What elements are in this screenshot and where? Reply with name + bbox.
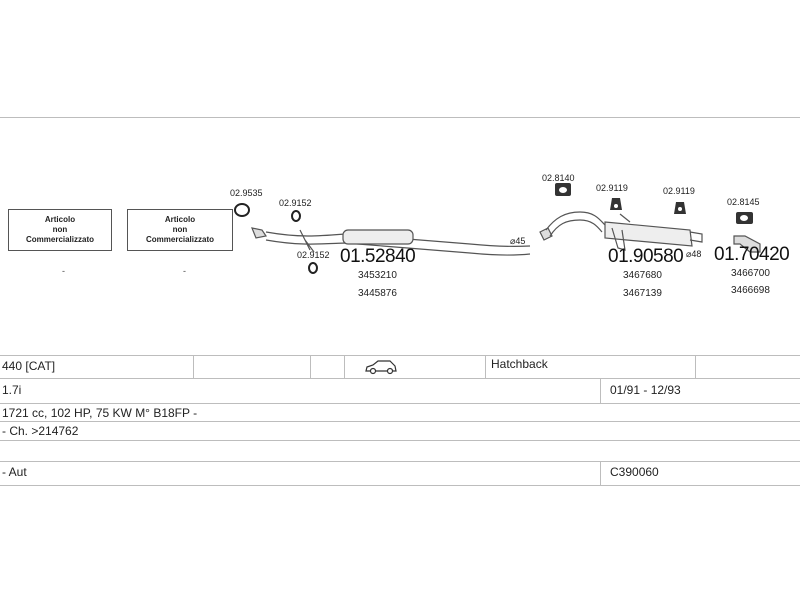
- table-divider: [600, 378, 601, 403]
- engine: 1.7i: [2, 383, 22, 397]
- catalog-code: C390060: [610, 465, 659, 479]
- table-border: [0, 421, 800, 422]
- production-years: 01/91 - 12/93: [610, 383, 681, 397]
- table-border: [0, 355, 800, 356]
- table-divider: [344, 355, 345, 378]
- body-type: Hatchback: [491, 357, 548, 371]
- part-number-mount: 02.9119: [663, 186, 695, 196]
- table-divider: [695, 355, 696, 378]
- exhaust-diagram: [234, 183, 761, 274]
- clamp-icon: [234, 203, 250, 217]
- gearbox: - Aut: [2, 465, 27, 479]
- table-border: [0, 378, 800, 379]
- vehicle-model: 440 [CAT]: [2, 359, 56, 373]
- oe-number: 3467139: [623, 288, 662, 299]
- gasket-icon: [291, 210, 301, 222]
- unavailable-article-box: Articolo non Commercializzato: [127, 209, 233, 251]
- table-divider: [600, 461, 601, 485]
- table-border: [0, 461, 800, 462]
- oe-number: 3467680: [623, 270, 662, 281]
- oe-number: 3466700: [731, 268, 770, 279]
- part-number-front-pipe: 01.52840: [340, 246, 416, 267]
- oe-number: 3466698: [731, 285, 770, 296]
- part-number-gasket: 02.9152: [297, 250, 330, 260]
- engine-spec: 1721 cc, 102 HP, 75 KW M° B18FP -: [2, 406, 198, 420]
- table-border: [0, 403, 800, 404]
- part-number-gasket: 02.9152: [279, 198, 312, 208]
- oe-number: 3445876: [358, 288, 397, 299]
- front-pipe-icon: [251, 227, 531, 256]
- chassis-number: - Ch. >214762: [2, 424, 79, 438]
- part-number-mount: 02.9119: [596, 183, 628, 193]
- box-marker: -: [183, 266, 186, 276]
- table-border: [0, 485, 800, 486]
- diameter-label: ⌀48: [686, 249, 702, 259]
- part-number-clamp: 02.9535: [230, 188, 263, 198]
- rubber-mount-icon: [555, 183, 753, 224]
- unavailable-article-box: Articolo non Commercializzato: [8, 209, 112, 251]
- part-number-mount: 02.8140: [542, 173, 575, 183]
- table-divider: [310, 355, 311, 378]
- rear-silencer-icon: [539, 211, 703, 251]
- part-number-tail-pipe: 01.70420: [714, 244, 790, 265]
- table-divider: [193, 355, 194, 378]
- diameter-label: ⌀45: [510, 236, 526, 246]
- oe-number: 3453210: [358, 270, 397, 281]
- part-number-rear-silencer: 01.90580: [608, 246, 684, 267]
- tail-pipe-icon: [733, 235, 761, 253]
- top-divider: [0, 117, 800, 118]
- car-icon: [365, 360, 397, 375]
- gasket-icon: [308, 262, 318, 274]
- table-border: [0, 440, 800, 441]
- table-divider: [485, 355, 486, 378]
- box-marker: -: [62, 266, 65, 276]
- part-number-mount: 02.8145: [727, 197, 760, 207]
